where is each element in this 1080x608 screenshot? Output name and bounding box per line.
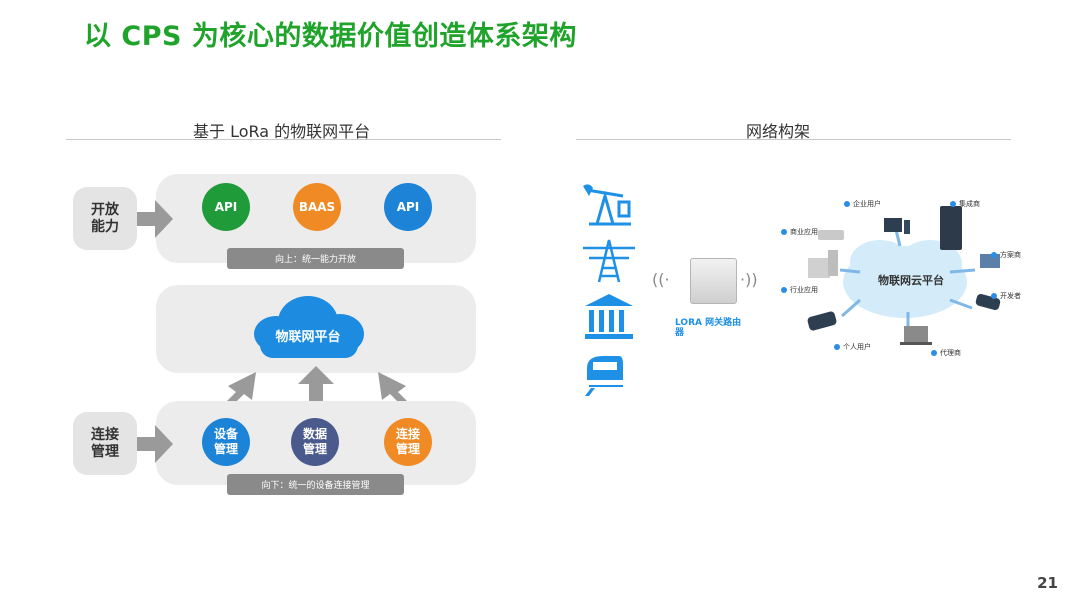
train-icon: [585, 356, 623, 396]
power-tower-icon: [583, 239, 635, 283]
dot-icon: [991, 293, 997, 299]
baas-circle: BAAS: [293, 183, 341, 231]
data-management-circle: 数据管理: [291, 418, 339, 466]
api-circle: API: [202, 183, 250, 231]
up-arrow-icon: [226, 372, 256, 404]
open-capability-label: 开放 能力: [73, 187, 137, 250]
iot-cloud-platform-label: 物联网云平台: [878, 274, 944, 287]
up-arrow-icon: [378, 372, 408, 404]
downward-connection-bar: 向下：统一的设备连接管理: [227, 474, 404, 495]
lora-gateway-device: [690, 258, 737, 304]
lora-gateway-label: LORA 网关路由器: [675, 318, 742, 338]
connection-management-label: 连接 管理: [73, 412, 137, 475]
dot-icon: [931, 350, 937, 356]
device-management-circle: 设备管理: [202, 418, 250, 466]
dot-icon: [991, 252, 997, 258]
iot-platform-label: 物联网平台: [275, 330, 341, 345]
dot-icon: [844, 201, 850, 207]
individual-user-node: 个人用户: [834, 342, 871, 352]
upward-open-bar: 向上：统一能力开放: [227, 248, 404, 269]
right-arrow-icon: [137, 200, 173, 238]
page-number: 21: [1037, 574, 1058, 592]
dot-icon: [781, 287, 787, 293]
right-section-divider: [576, 139, 1011, 140]
right-section-title: 网络构架: [746, 122, 811, 141]
developer-node: 开发者: [991, 291, 1021, 301]
dot-icon: [781, 229, 787, 235]
oil-pump-icon: [583, 184, 631, 226]
cloud-icon: [254, 296, 364, 358]
solution-provider-node: 方案商: [991, 250, 1021, 260]
up-arrow-icon: [298, 366, 334, 404]
network-diagram: [807, 206, 1001, 345]
dot-icon: [834, 344, 840, 350]
dot-icon: [950, 201, 956, 207]
bank-icon: [585, 294, 633, 339]
left-section-title: 基于 LoRa 的物联网平台: [193, 122, 371, 141]
right-arrow-icon: [137, 425, 173, 463]
page-title: 以 CPS 为核心的数据价值创造体系架构: [84, 21, 577, 52]
agent-node: 代理商: [931, 348, 961, 358]
signal-waves-icon: ((·: [652, 270, 670, 289]
commercial-app-node: 商业应用: [781, 227, 818, 237]
left-section-divider: [66, 139, 501, 140]
api-circle: API: [384, 183, 432, 231]
integrator-node: 集成商: [950, 199, 980, 209]
signal-waves-icon: ·)): [740, 270, 758, 289]
connection-management-circle: 连接管理: [384, 418, 432, 466]
enterprise-user-node: 企业用户: [844, 199, 881, 209]
industry-app-node: 行业应用: [781, 285, 818, 295]
